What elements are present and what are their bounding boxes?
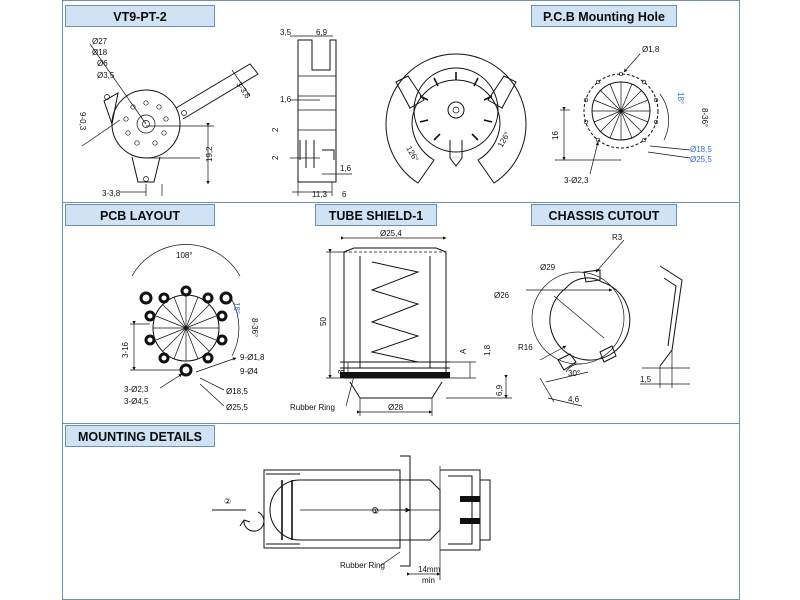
tube-shield-section-title: TUBE SHIELD-1 [315,204,437,226]
label-d25-4: Ø25,4 [380,229,402,238]
label-d28: Ø28 [388,403,404,412]
label-a: A [459,348,468,354]
pcb-mounting-hole-drawing: Ø1,8 8-36° 18° 16 Ø18,5 Ø25,5 3-Ø2,3 [551,45,712,185]
mounting-details-section-title: MOUNTING DETAILS [65,425,215,447]
label-3xd4-5: 3-Ø4,5 [124,397,149,406]
label-11-3: 11,3 [312,190,328,199]
label-2b: 2 [271,155,280,160]
label-16: 16 [551,131,560,140]
pcb-layout-section-title: PCB LAYOUT [65,204,215,226]
label-d6: Ø6 [97,59,108,68]
label-1-6a: 1,6 [280,95,292,104]
label-9x0-3: 9-0,3 [78,112,87,131]
label-layout-18: 18° [232,302,241,314]
top-rule [63,0,739,1]
label-1-8: 1,8 [483,344,492,356]
row-divider-1 [63,202,739,203]
label-126-left: 126° [404,145,420,164]
label-layout-8-36: 8-36° [250,318,259,337]
label-mounting-rubber-ring: Rubber Ring [340,561,385,570]
label-50: 50 [319,317,328,326]
socket-lug-left [103,92,119,126]
label-1-6b: 1,6 [340,164,352,173]
mounting-details-drawing: ② ① Rubber Ring 14mm min [212,455,491,585]
label-6-9: 6,9 [316,28,328,37]
pcb-mounting-section-title: P.C.B Mounting Hole [531,5,677,27]
label-d27: Ø27 [92,37,108,46]
label-18-deg: 18° [676,92,685,104]
chassis-cutout-drawing: R3 Ø29 Ø26 R16 30° 4,6 1,5 [494,233,690,407]
label-3x16: 3-16 [121,341,130,358]
label-19-2: 19,2 [205,146,214,162]
label-3-5: 3,5 [280,28,292,37]
label-2a: 2 [271,127,280,132]
vt9-socket-top-view: Ø27 Ø18 Ø6 Ø3,5 3-3,8 9-0,3 19,2 3-3,8 [78,37,259,198]
label-8-36: 8-36° [700,108,709,127]
label-3x3-8-bottom: 3-3,8 [102,189,121,198]
label-layout-d18-5: Ø18,5 [226,387,248,396]
label-3xd2-3: 3-Ø2,3 [124,385,149,394]
socket-lug-bottom [131,156,161,183]
label-d35: Ø3,5 [97,71,115,80]
label-step-1: ① [372,507,379,516]
label-r16: R16 [518,343,533,352]
label-1-5: 1,5 [640,375,652,384]
label-d18-5: Ø18,5 [690,145,712,154]
pcb-layout-drawing: 108° 8-36° 18° 3-16 9-Ø1,8 9-Ø4 3-Ø2,3 3… [121,244,265,412]
label-6: 6 [342,190,347,199]
pcb-pads [139,285,233,377]
vt9-section-title: VT9-PT-2 [65,5,215,27]
label-shield-6-9: 6,9 [495,384,504,396]
vt9-socket-side-view: 3,5 6,9 1,6 2 2 1,6 11,3 6 [271,28,352,199]
label-3: 3 [337,369,346,374]
label-layout-d25-5: Ø25,5 [226,403,248,412]
label-d25-5: Ø25,5 [690,155,712,164]
label-4-6: 4,6 [568,395,580,404]
label-d29: Ø29 [540,263,556,272]
label-d26: Ø26 [494,291,510,300]
socket-lug-right [175,63,259,120]
vt9-socket-perspective: 126° 126° [385,53,527,184]
chassis-cutout-section-title: CHASSIS CUTOUT [531,204,677,226]
row-divider-2 [63,423,739,424]
label-min: min [422,576,435,585]
label-14mm: 14mm [418,565,441,574]
label-step-2: ② [224,497,231,506]
label-30-deg: 30° [568,369,580,378]
label-d1-8: Ø1,8 [642,45,660,54]
label-d18: Ø18 [92,48,108,57]
label-3x3-8: 3-3,8 [234,80,252,101]
label-9xd4: 9-Ø4 [240,367,258,376]
label-r3: R3 [612,233,623,242]
label-108-deg: 108° [176,251,193,260]
label-9xd1-8: 9-Ø1,8 [240,353,265,362]
label-rubber-ring: Rubber Ring [290,403,335,412]
tube-shield-drawing: Ø25,4 50 3 A 1,8 6,9 Ø28 Rubber Ring [290,229,512,416]
label-3xd2-3: 3-Ø2,3 [564,176,589,185]
